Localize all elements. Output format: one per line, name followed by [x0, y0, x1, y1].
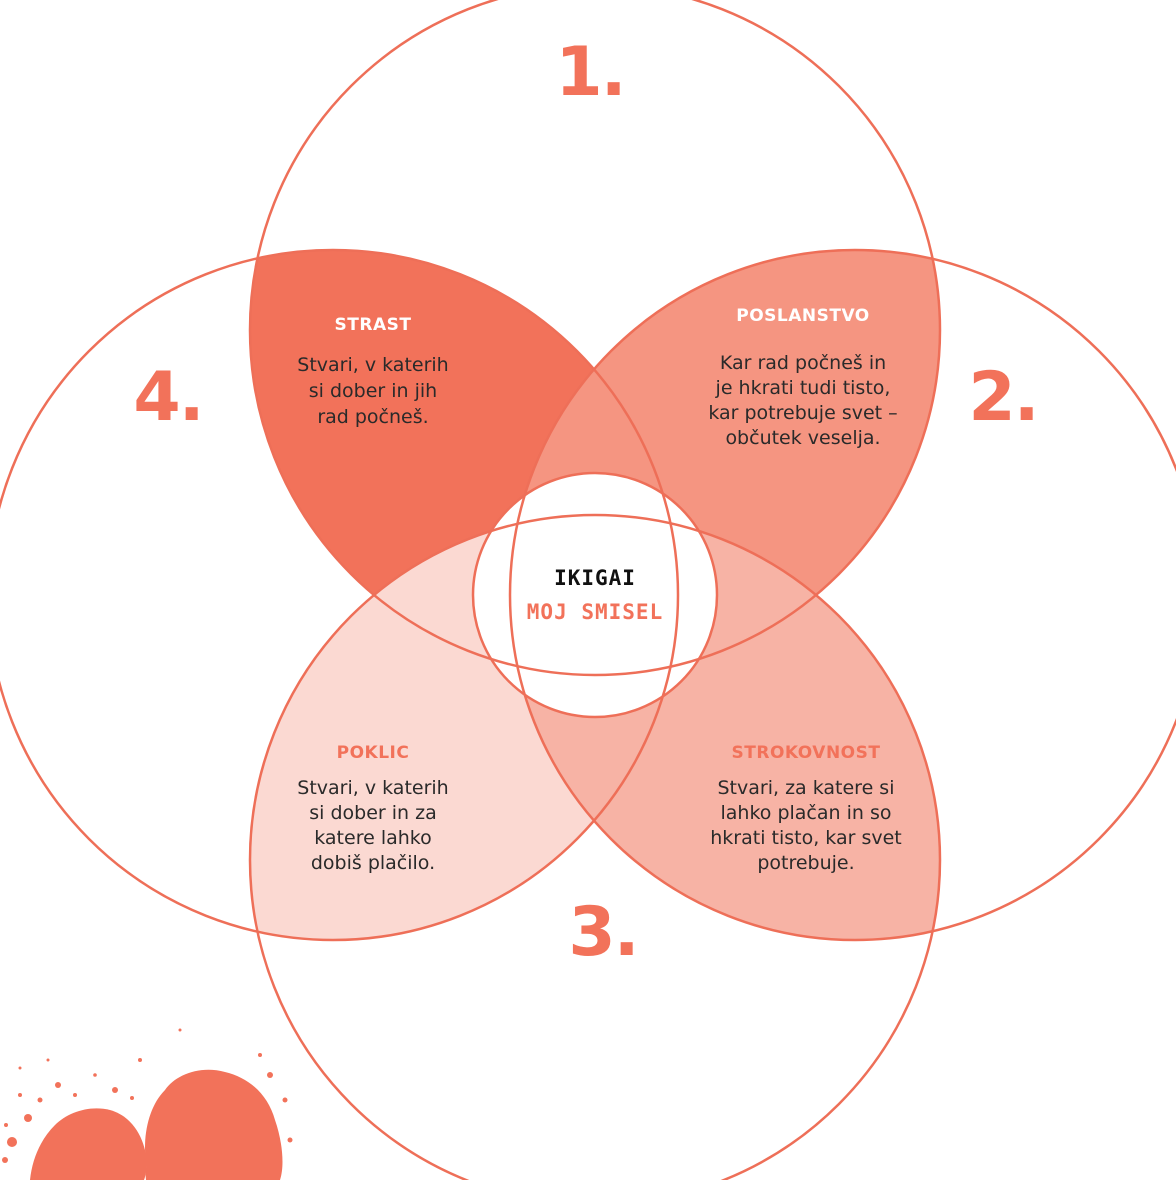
strast-line: Stvari, v katerih	[297, 354, 448, 376]
center-title: IKIGAI	[554, 566, 636, 590]
poklic-line: Stvari, v katerih	[297, 777, 448, 799]
circle-left	[0, 248, 680, 942]
poklic-line: si dober in za	[309, 802, 436, 824]
strast-heading: STRAST	[335, 315, 412, 335]
center-outline	[471, 471, 719, 719]
poslanstvo-line: je hkrati tudi tisto,	[715, 377, 891, 399]
poklic-heading: POKLIC	[337, 743, 410, 763]
strokovnost-line: Stvari, za katere si	[718, 777, 895, 799]
poklic-line: dobiš plačilo.	[311, 852, 435, 874]
poklic-line: katere lahko	[314, 827, 432, 849]
circle-top	[248, 0, 942, 677]
poslanstvo-line: občutek veselja.	[725, 427, 880, 449]
circle-right	[508, 248, 1176, 942]
number-left: 4.	[133, 358, 202, 437]
poslanstvo-line: kar potrebuje svet –	[708, 402, 897, 424]
strast-line: si dober in jih	[309, 380, 437, 402]
number-bottom: 3.	[568, 893, 637, 972]
number-right: 2.	[968, 358, 1037, 437]
center-ellipse	[473, 473, 717, 717]
number-top: 1.	[555, 33, 624, 112]
strast-line: rad počneš.	[317, 406, 428, 428]
paint-splatter-icon	[2, 1028, 293, 1180]
strokovnost-heading: STROKOVNOST	[732, 743, 881, 763]
strokovnost-line: potrebuje.	[757, 852, 854, 874]
strokovnost-line: hkrati tisto, kar svet	[710, 827, 902, 849]
center-subtitle: MOJ SMISEL	[527, 600, 663, 624]
poslanstvo-heading: POSLANSTVO	[736, 306, 870, 326]
poslanstvo-line: Kar rad počneš in	[720, 352, 886, 374]
circle-bottom	[248, 513, 942, 1185]
strokovnost-line: lahko plačan in so	[721, 802, 892, 824]
